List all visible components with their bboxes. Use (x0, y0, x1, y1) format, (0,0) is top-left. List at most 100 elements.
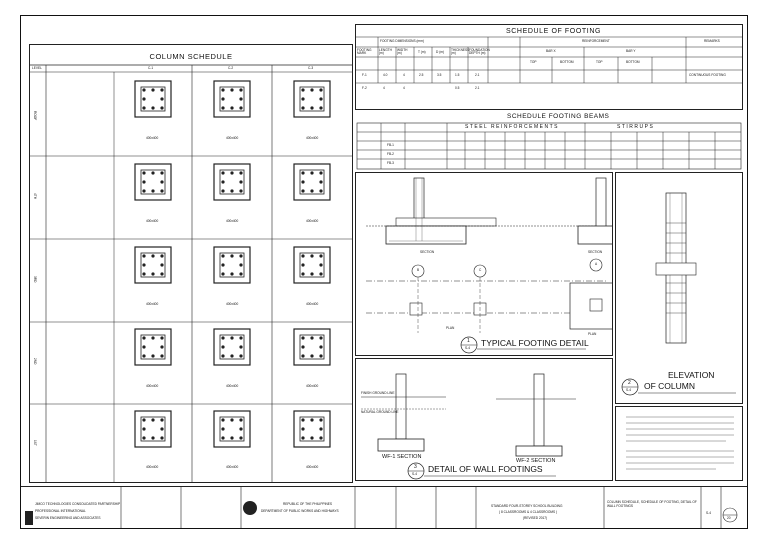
level-label-2nd: 2ND (33, 358, 38, 365)
bar-y-label: BAR Y (626, 49, 636, 53)
plan-a-label: PLAN (446, 326, 455, 330)
beam-row-1: FB-1 (387, 143, 394, 147)
notes-panel (615, 406, 743, 481)
column-section-symbol (293, 410, 331, 448)
row2-thk: 0.5 (455, 86, 460, 90)
detail-3-title: DETAIL OF WALL FOOTINGS (428, 464, 543, 474)
row1-remark: CONTINUOUS FOOTING (689, 73, 726, 77)
hdr-depth: FOUNDATION DEPTH (m) (469, 48, 490, 56)
footing-schedule-title: SCHEDULE OF FOOTING (506, 28, 602, 35)
project-title-line2: ( 8 CLASSROOMS & 4 CLASSROOMS ) (499, 510, 558, 514)
section-b-label: SECTION (588, 250, 603, 254)
spec-roof-c3: 400x400 (306, 136, 319, 140)
row1-d: 3.5 (437, 73, 442, 77)
wall-footings-drawing (361, 373, 576, 480)
bar-y-bottom: BOTTOM (626, 60, 640, 64)
spec-1st-c1: 400x400 (146, 465, 159, 469)
column-schedule-grid (30, 64, 352, 482)
steel-reinforcements-label: STEEL REINFORCEMENTS (465, 124, 559, 130)
beam-row-3: FB-3 (387, 161, 394, 165)
column-section-symbol (213, 246, 251, 284)
row2-length: 4 (383, 86, 385, 90)
column-section-symbol (134, 410, 172, 448)
row1-mark: F-1 (362, 73, 367, 77)
spec-4th-c2: 400x400 (226, 219, 239, 223)
firm-name-line1: JIMCO TECHNOLOGIES CONSOLIDATED PARTNERS… (35, 502, 121, 506)
bar-x-top: TOP (530, 60, 537, 64)
level-header: LEVEL (32, 66, 42, 70)
sheet-total: 20 (727, 516, 731, 520)
firm-name-line3: SEVERIN ENGINEERING AND ASSOCIATES (35, 516, 101, 520)
column-section-symbol (134, 246, 172, 284)
footing-detail-drawing (366, 177, 612, 354)
column-section-symbol (213, 80, 251, 118)
spec-3rd-c3: 400x400 (306, 302, 319, 306)
detail-1-title: TYPICAL FOOTING DETAIL (481, 338, 589, 348)
elevation-column-drawing (621, 192, 736, 396)
detail-2-number: 2 (628, 380, 631, 386)
column-section-symbol (293, 328, 331, 366)
footing-schedule-grid (356, 36, 742, 84)
detail-1-number: 1 (467, 338, 470, 344)
beam-row-2: FB-2 (387, 152, 394, 156)
footing-beams-grid (356, 122, 742, 170)
footing-dims-label: FOOTING DIMENSIONS (mm) (380, 39, 424, 43)
notes-text-lines (626, 416, 734, 470)
spec-4th-c3: 400x400 (306, 219, 319, 223)
detail-3-sheet: S-4 (412, 472, 417, 476)
elevation-title-line2: OF COLUMN (644, 381, 695, 391)
column-section-symbol (213, 328, 251, 366)
column-schedule-panel: COLUMN SCHEDULE LEVEL C-1 C-2 C-3 ROOF 4… (29, 44, 353, 483)
column-schedule-title: COLUMN SCHEDULE (149, 52, 233, 61)
bar-x-label: BAR X (546, 49, 556, 53)
hdr-thickness: THICKNESS (m) (451, 48, 470, 56)
project-title-line3: (REVISED 2017) (523, 516, 548, 520)
row1-depth: 2.1 (475, 73, 480, 77)
spec-2nd-c1: 400x400 (146, 384, 159, 388)
spec-3rd-c2: 400x400 (226, 302, 239, 306)
grid-bubble-c: C (479, 268, 482, 272)
row1-t: 2.5 (419, 73, 424, 77)
bar-x-bottom: BOTTOM (560, 60, 574, 64)
col-header-3: C-3 (308, 66, 314, 70)
row1-width: 4 (403, 73, 405, 77)
stirrups-label: STIRRUPS (617, 124, 655, 130)
row1-length: 4.0 (383, 73, 388, 77)
hdr-width: WIDTH (m) (397, 48, 408, 56)
title-block: JIMCO TECHNOLOGIES CONSOLIDATED PARTNERS… (21, 486, 747, 528)
detail-3-number: 3 (414, 464, 417, 470)
hdr-t: T (m) (418, 50, 426, 54)
detail-1-sheet: S-4 (465, 346, 470, 350)
level-label-1st: 1ST (33, 440, 38, 446)
column-section-symbol (134, 328, 172, 366)
spec-roof-c1: 400x400 (146, 136, 159, 140)
sheet-contents: COLUMN SCHEDULE, SCHEDULE OF FOOTING, DE… (607, 500, 697, 508)
spec-roof-c2: 400x400 (226, 136, 239, 140)
row1-thk: 1.5 (455, 73, 460, 77)
level-label-roof: ROOF (33, 111, 38, 121)
column-section-symbol (213, 410, 251, 448)
row2-width: 4 (403, 86, 405, 90)
agency-line1: REPUBLIC OF THE PHILIPPINES (283, 502, 333, 506)
column-section-symbol (293, 246, 331, 284)
wf2-section-label: WF-2 SECTION (516, 458, 556, 464)
level-label-3rd: 3RD (33, 276, 38, 283)
level-label-4th: 4TH (33, 193, 38, 200)
spec-1st-c3: 400x400 (306, 465, 319, 469)
footing-beams-panel: SCHEDULE FOOTING BEAMS STEEL REINFORCEME… (355, 112, 743, 170)
hdr-d: D (m) (436, 50, 444, 54)
natural-ground-label: NATURAL GROUND LINE (361, 410, 399, 414)
footing-beams-title: SCHEDULE FOOTING BEAMS (507, 113, 610, 120)
column-section-symbol (213, 163, 251, 201)
spec-4th-c1: 400x400 (146, 219, 159, 223)
grid-bubble-b: B (417, 268, 420, 272)
detail-2-sheet: S-4 (626, 388, 631, 392)
elevation-title-line1: ELEVATION (668, 370, 715, 380)
column-section-symbol (134, 163, 172, 201)
wf1-section-label: WF-1 SECTION (382, 454, 422, 460)
firm-name-line2: PROFESSIONAL INTERNATIONAL (35, 509, 86, 513)
spec-2nd-c2: 400x400 (226, 384, 239, 388)
elevation-column-panel: 2 S-4 ELEVATION OF COLUMN (615, 172, 743, 404)
title-block-grid (25, 487, 738, 528)
drawing-sheet: COLUMN SCHEDULE LEVEL C-1 C-2 C-3 ROOF 4… (20, 15, 748, 529)
